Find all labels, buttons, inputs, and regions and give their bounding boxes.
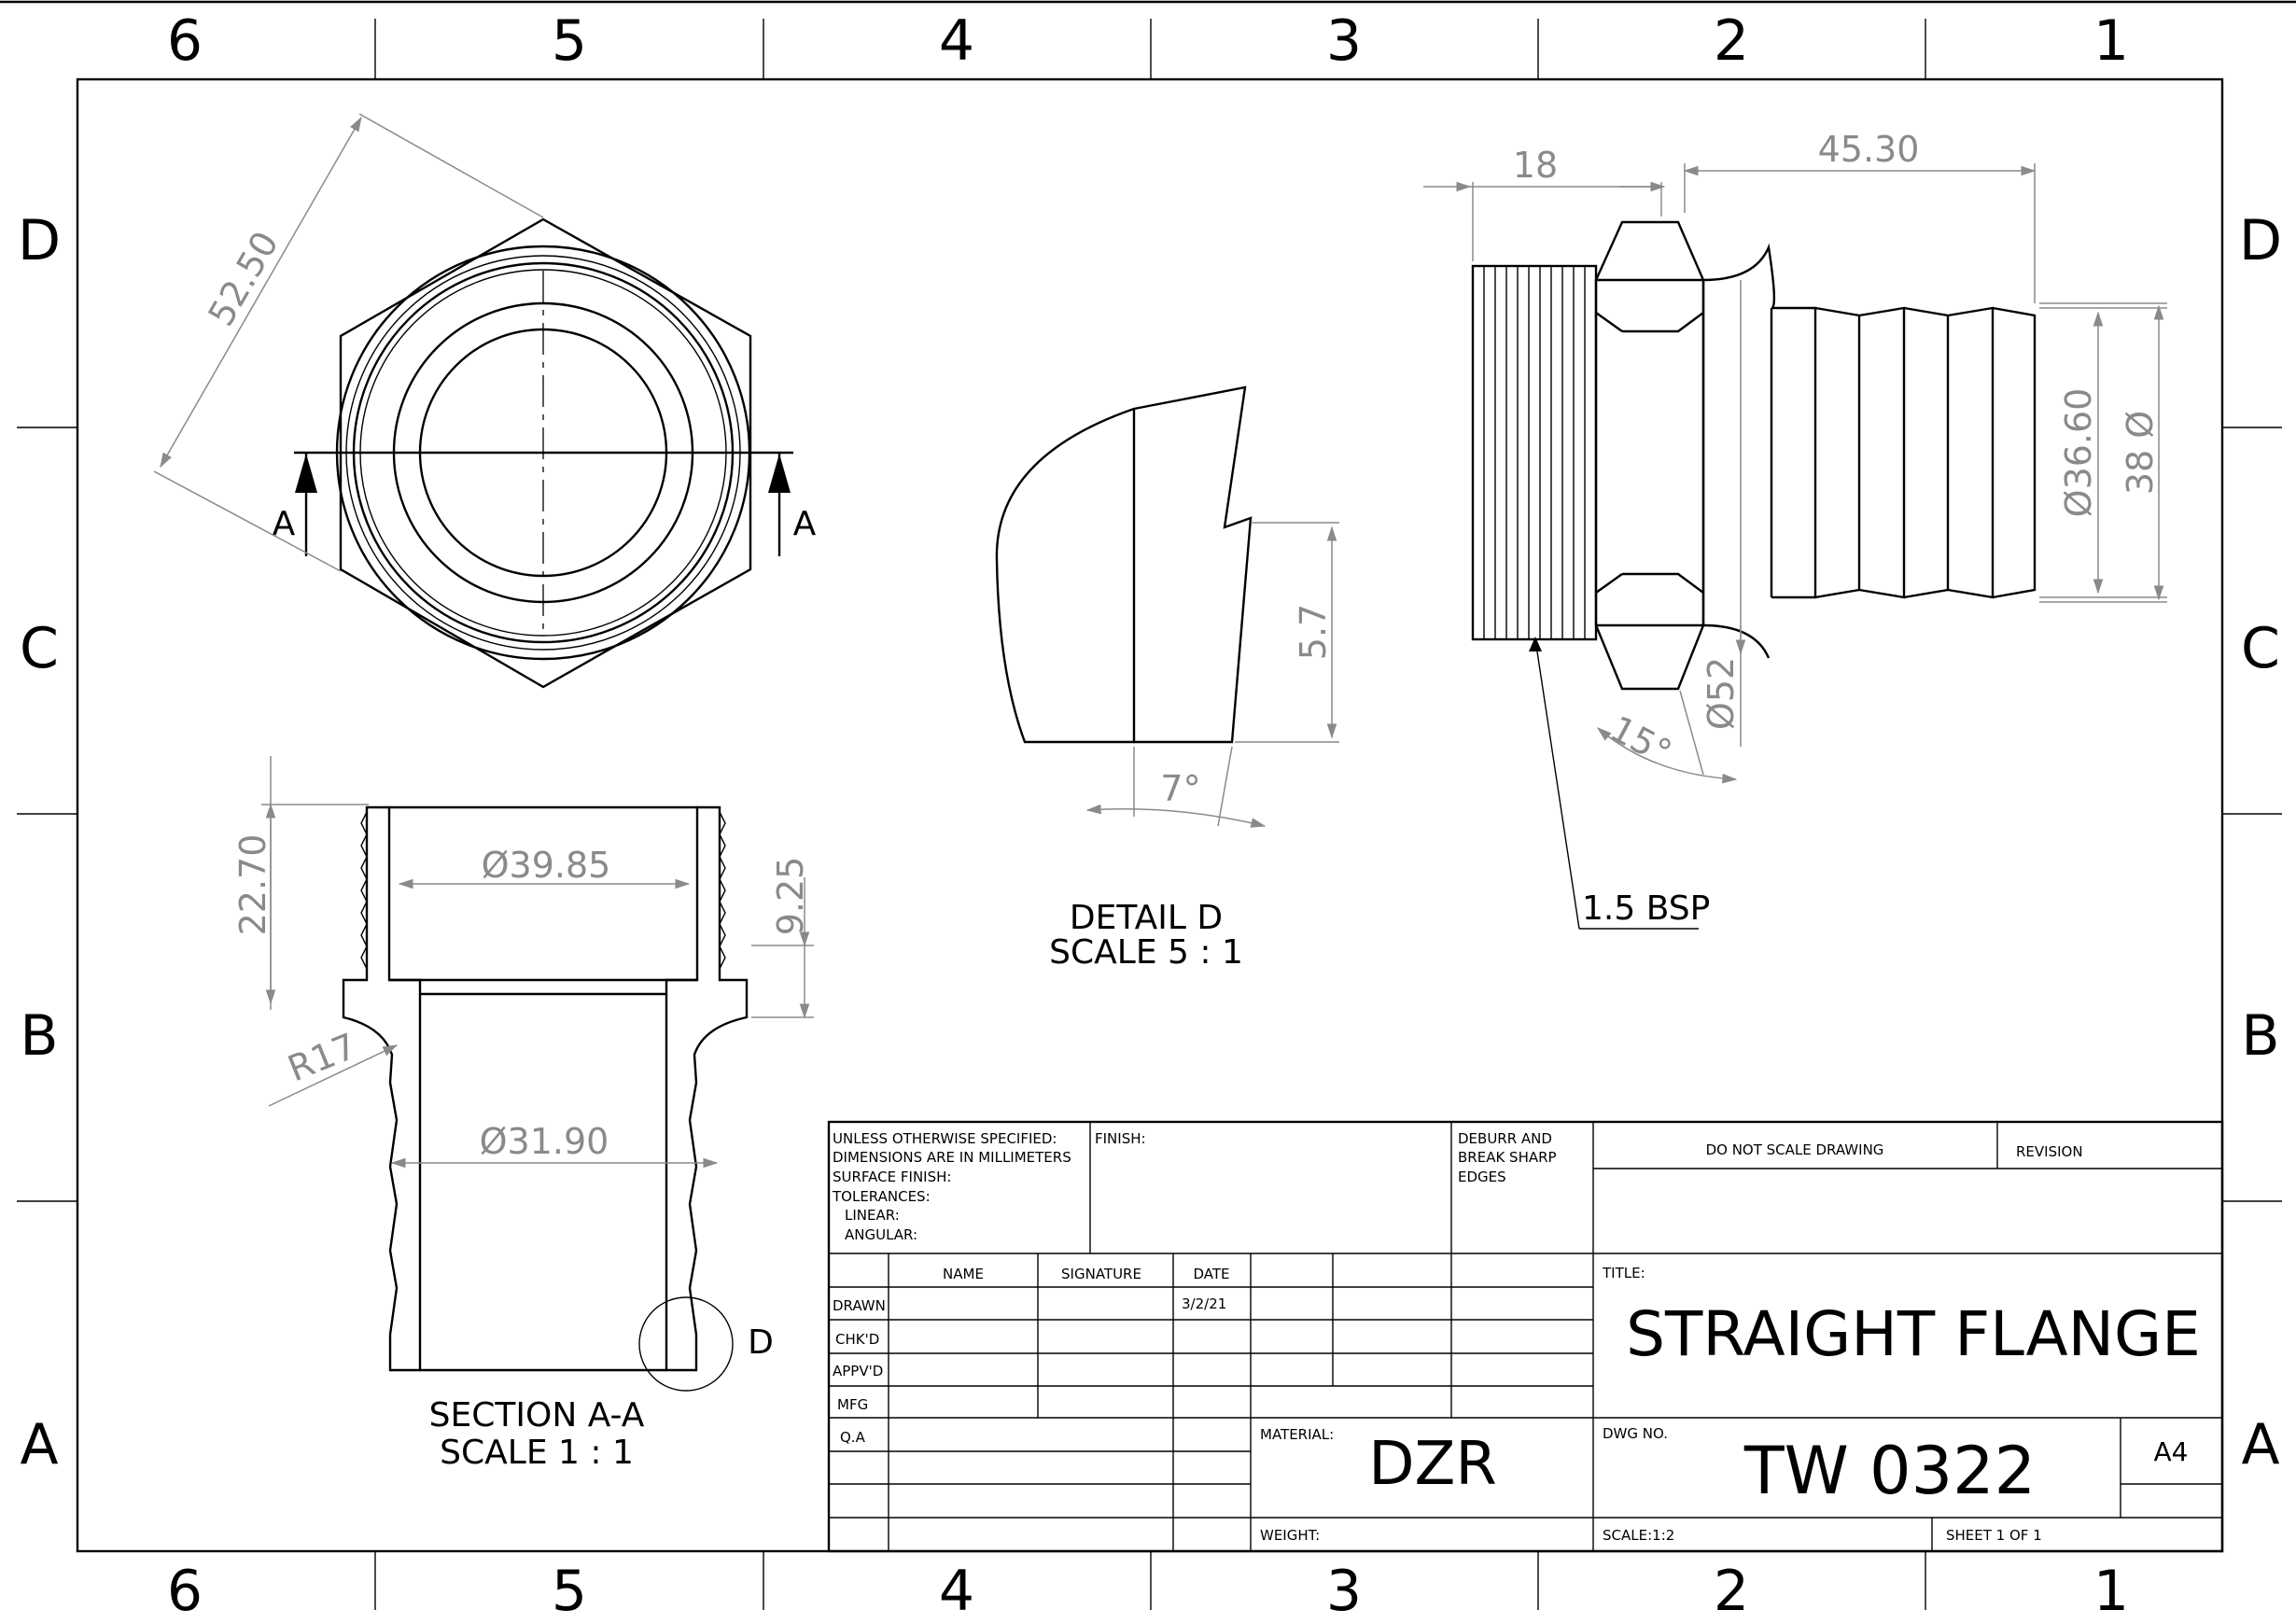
tb-unless-3: SURFACE FINISH: [833,1169,951,1185]
zone-row-d: D [18,208,61,273]
dim-hex-height: 9.25 [770,857,811,936]
zone-col-5: 5 [552,8,587,74]
dim-hex-dia: Ø52 [1701,657,1742,730]
zone-col-3-bottom: 3 [1326,1559,1362,1624]
detail-circle [638,1296,734,1392]
tb-unless-2: DIMENSIONS ARE IN MILLIMETERS [833,1149,1071,1166]
section-scale: SCALE 1 : 1 [440,1434,634,1472]
dim-fillet-radius: R17 [282,1026,362,1090]
detail-view: 5.7 7° DETAIL D SCALE 5 : 1 [995,385,1339,972]
dim-hex-across-corners: 52.50 [200,224,287,332]
dim-barb-len: 45.30 [1818,129,1920,170]
tb-sheet: SHEET 1 OF 1 [1946,1527,2042,1544]
section-view: Ø39.85 22.70 9.25 R17 Ø31.90 D SECTION A… [232,756,814,1472]
zone-col-2-bottom: 2 [1714,1559,1749,1624]
zone-row-b-right: B [2241,1003,2279,1069]
zone-row-a-right: A [2241,1412,2279,1477]
zone-labels-right: D C B A [2239,208,2282,1477]
zone-row-a: A [20,1412,58,1477]
dim-detail-angle: 7° [1160,768,1200,809]
zone-col-4-bottom: 4 [939,1559,974,1624]
tb-row-qa: Q.A [840,1429,866,1446]
tb-unless-5: LINEAR: [845,1207,900,1224]
section-mark-right: A [793,505,817,543]
dim-barb-dia-inner: Ø36.60 [2058,388,2099,518]
dim-taper-angle: 15° [1603,707,1678,773]
title-block: UNLESS OTHERWISE SPECIFIED: DIMENSIONS A… [827,1120,2224,1553]
dim-bore-top: Ø39.85 [482,845,611,886]
tb-col-date: DATE [1193,1266,1229,1282]
tb-dwg-no-label: DWG NO. [1603,1425,1668,1442]
dim-height-thread: 22.70 [232,834,273,936]
section-title: SECTION A-A [429,1396,645,1435]
zone-row-c-right: C [2241,616,2280,681]
section-wall-right [665,805,749,1372]
detail-mark: D [748,1323,774,1362]
dim-barb-dia-outer: 38 Ø [2120,411,2161,495]
tb-col-signature: SIGNATURE [1061,1266,1141,1282]
tb-row-drawn: DRAWN [833,1297,886,1314]
dim-thread-len: 18 [1513,145,1558,186]
tb-row-mfg: MFG [837,1396,868,1413]
zone-col-2: 2 [1714,8,1749,74]
dim-bore-bottom: Ø31.90 [480,1121,609,1162]
zone-labels-left: D C B A [18,208,61,1477]
thread-note: 1.5 BSP [1582,889,1710,928]
zone-col-3: 3 [1326,8,1362,74]
zone-row-b: B [20,1003,58,1069]
zone-col-6: 6 [167,8,203,74]
tb-size: A4 [2154,1436,2189,1467]
tb-unless-4: TOLERANCES: [832,1188,931,1205]
tb-unless-6: ANGULAR: [845,1226,917,1243]
zone-labels-bottom: 6 5 4 3 2 1 [167,1559,2129,1624]
zone-row-d-right: D [2239,208,2282,273]
zone-labels-top: 6 5 4 3 2 1 [167,8,2129,74]
zone-col-5-bottom: 5 [552,1559,587,1624]
tb-deburr-1: DEBURR AND [1458,1130,1552,1147]
tb-weight-label: WEIGHT: [1260,1527,1320,1544]
tb-row-apprvd: APPV'D [833,1363,883,1379]
tb-material-label: MATERIAL: [1260,1426,1334,1443]
tb-finish: FINISH: [1095,1130,1146,1147]
zone-col-1: 1 [2093,8,2129,74]
tb-drawn-date: 3/2/21 [1182,1295,1226,1312]
tb-do-not-scale: DO NOT SCALE DRAWING [1706,1141,1884,1158]
section-wall-left [342,805,422,1372]
front-view: A A 52.50 [153,113,817,689]
zone-row-c: C [20,616,59,681]
side-view: 18 45.30 Ø36.60 38 Ø Ø52 15° 1.5 BSP [1423,129,2167,930]
detail-title: DETAIL D [1070,899,1223,937]
tb-scale: SCALE:1:2 [1603,1527,1674,1544]
dim-detail-height: 5.7 [1293,604,1334,660]
tb-deburr-2: BREAK SHARP [1458,1149,1557,1166]
zone-col-4: 4 [939,8,974,74]
tb-material: DZR [1368,1430,1497,1499]
tb-title: STRAIGHT FLANGE [1626,1298,2201,1370]
zone-col-1-bottom: 1 [2093,1559,2129,1624]
detail-scale: SCALE 5 : 1 [1049,933,1243,972]
tb-revision: REVISION [2016,1143,2083,1160]
tb-row-chkd: CHK'D [835,1331,879,1348]
section-mark-left: A [273,505,296,543]
tb-col-name: NAME [943,1266,984,1282]
tb-unless-1: UNLESS OTHERWISE SPECIFIED: [833,1130,1057,1147]
tb-deburr-3: EDGES [1458,1169,1506,1185]
tb-dwg-no: TW 0322 [1743,1433,2036,1509]
detail-hatch [1132,385,1253,744]
tb-title-label: TITLE: [1602,1265,1645,1281]
zone-col-6-bottom: 6 [167,1559,203,1624]
